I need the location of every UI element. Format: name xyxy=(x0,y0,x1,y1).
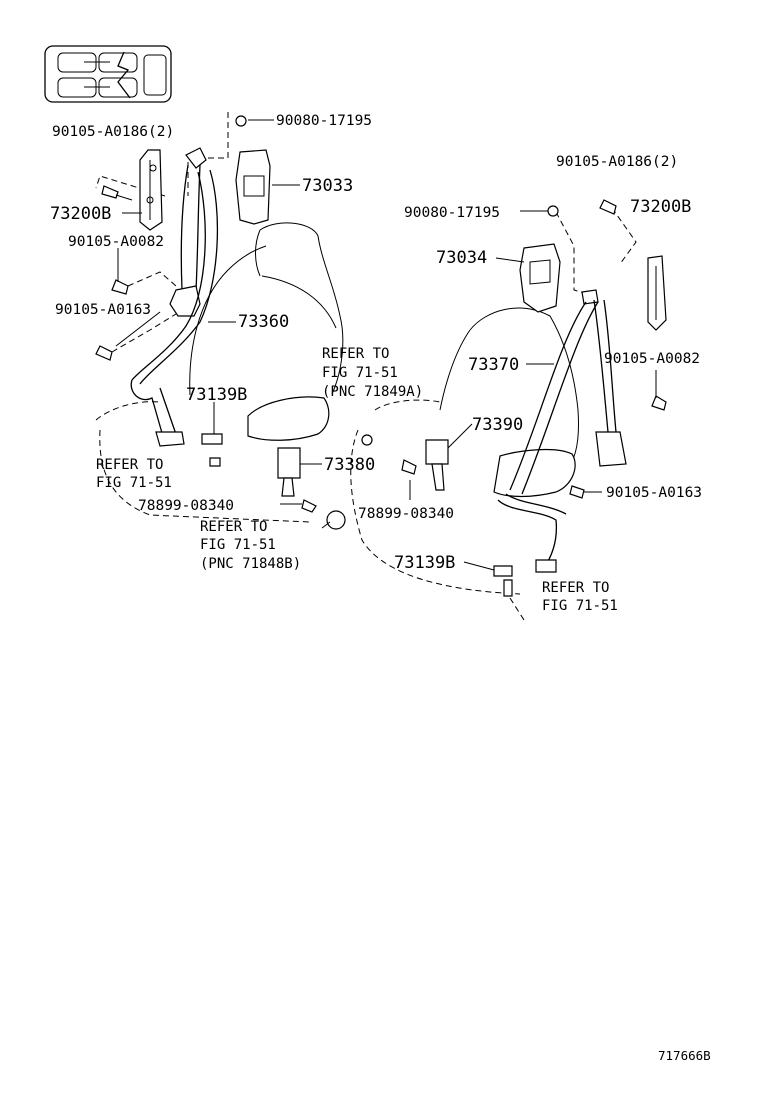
refer-b-line2: FIG 71-51 xyxy=(96,475,172,491)
refer-c-line3: (PNC 71848B) xyxy=(200,556,301,572)
right-bolt-a0082 xyxy=(651,395,667,411)
left-cover-73139b xyxy=(201,433,223,445)
left-nut-17195 xyxy=(235,115,247,127)
left-cap xyxy=(326,510,346,530)
refer-b-line1: REFER TO xyxy=(96,457,163,473)
label-73360: 73360 xyxy=(238,312,289,332)
label-73200b-left: 73200B xyxy=(50,204,111,224)
refer-c-line1: REFER TO xyxy=(200,519,267,535)
left-height-adjuster xyxy=(139,149,163,231)
left-anchor-guide xyxy=(187,112,229,196)
right-bolt-small xyxy=(503,579,513,597)
label-90105-a0186-right: 90105-A0186(2) xyxy=(556,154,678,170)
left-bolt-08340 xyxy=(301,499,317,513)
label-90105-a0186-left: 90105-A0186(2) xyxy=(52,124,174,140)
label-73370: 73370 xyxy=(468,355,519,375)
cover-73033 xyxy=(235,149,271,225)
refer-a-line1: REFER TO xyxy=(322,346,389,362)
leader-lines xyxy=(115,119,657,571)
right-bolt-guide xyxy=(611,207,637,265)
refer-d-line2: FIG 71-51 xyxy=(542,598,618,614)
right-headrest-cover-73034 xyxy=(519,243,561,313)
label-90105-a0163-left: 90105-A0163 xyxy=(55,302,151,318)
label-90105-a0082-right: 90105-A0082 xyxy=(604,351,700,367)
refer-a-line2: FIG 71-51 xyxy=(322,365,398,381)
refer-c-line2: FIG 71-51 xyxy=(200,537,276,553)
left-bolt-a0163 xyxy=(95,313,177,361)
left-bolt-small xyxy=(209,457,221,467)
refer-d-line1: REFER TO xyxy=(542,580,609,596)
refer-a-line3: (PNC 71849A) xyxy=(322,384,423,400)
right-anchor-guide xyxy=(555,211,595,297)
left-seat xyxy=(95,222,344,523)
right-seatbelt xyxy=(497,289,627,573)
label-73139b-right: 73139B xyxy=(394,553,455,573)
label-73033: 73033 xyxy=(302,176,353,196)
seat-location-icon xyxy=(44,45,172,103)
label-90080-17195-left: 90080-17195 xyxy=(276,113,372,129)
right-bolt-08340 xyxy=(401,459,417,475)
label-78899-08340-left: 78899-08340 xyxy=(138,498,234,514)
right-bolt-a0186 xyxy=(599,199,617,215)
label-90105-a0163-right: 90105-A0163 xyxy=(606,485,702,501)
right-nut xyxy=(361,434,373,446)
label-73139b-left: 73139B xyxy=(186,385,247,405)
left-buckle-73380 xyxy=(277,447,301,497)
left-seatbelt xyxy=(130,147,219,447)
right-cover-73139b xyxy=(493,565,513,577)
left-bolt-a0082 xyxy=(111,271,177,295)
label-90080-17195-right: 90080-17195 xyxy=(404,205,500,221)
figure-id: 717666B xyxy=(658,1048,711,1063)
label-73390: 73390 xyxy=(472,415,523,435)
left-bolt-a0186 xyxy=(101,185,133,201)
right-buckle-73390 xyxy=(425,439,449,491)
right-seat xyxy=(350,307,579,595)
label-90105-a0082-left: 90105-A0082 xyxy=(68,234,164,250)
label-73034: 73034 xyxy=(436,248,487,268)
label-73200b-right: 73200B xyxy=(630,197,691,217)
label-73380: 73380 xyxy=(324,455,375,475)
right-height-adjuster xyxy=(647,255,667,331)
label-78899-08340-right: 78899-08340 xyxy=(358,506,454,522)
right-nut-17195 xyxy=(547,205,559,217)
right-bolt-a0163 xyxy=(569,485,585,499)
